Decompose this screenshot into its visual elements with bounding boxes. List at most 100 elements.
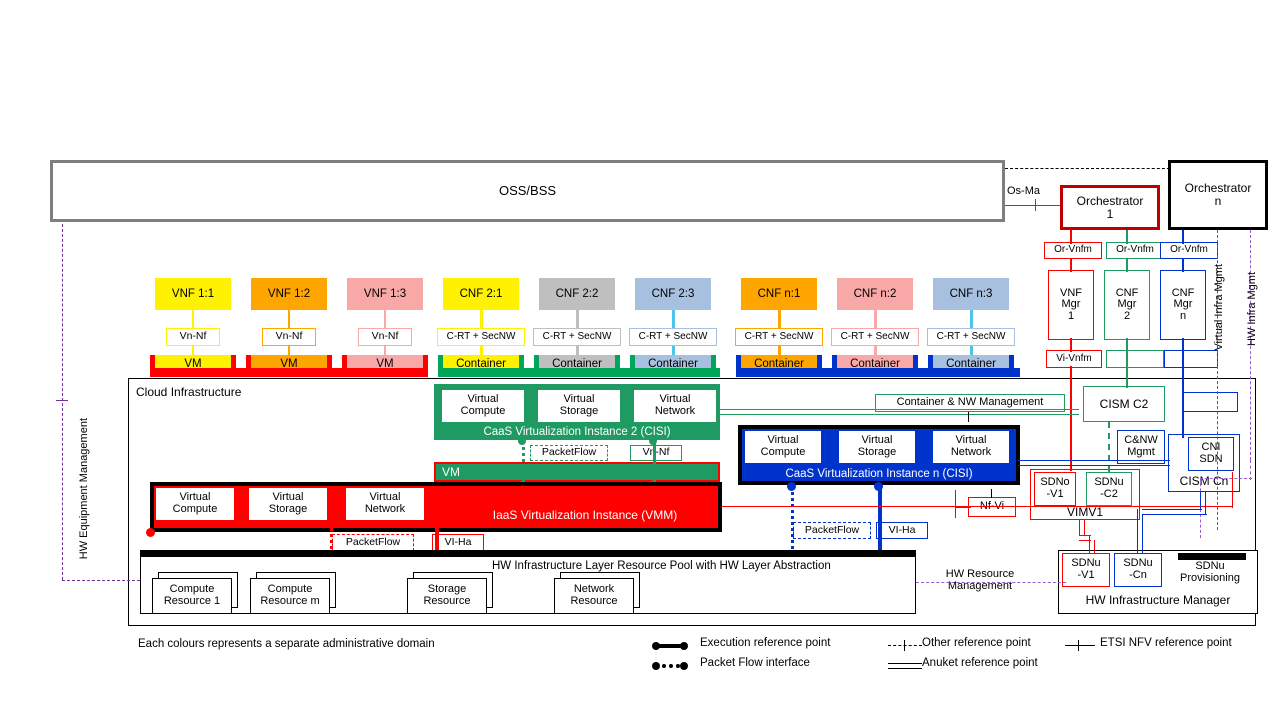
nf-vi-left-h: [955, 507, 971, 508]
sdnu-c2-box[interactable]: SDNu -C2: [1086, 472, 1132, 506]
hw-resource-line: Compute: [169, 583, 215, 596]
sdnu-provisioning-box[interactable]: SDNu Provisioning: [1180, 560, 1240, 584]
cisin-virtual-compute[interactable]: Virtual Compute: [744, 430, 822, 464]
nf-unit-text: VM: [280, 357, 298, 370]
hw-infrastructure-manager-label: HW Infrastructure Manager: [1085, 592, 1231, 607]
orchestrator-n-box[interactable]: Orchestrator n: [1168, 160, 1268, 230]
oss-bss-box[interactable]: OSS/BSS: [50, 160, 1005, 222]
nf-vi-ref[interactable]: Nf-Vi: [968, 497, 1016, 517]
nf-label: VNF 1:2: [267, 287, 311, 300]
footnote-label: Each colours represents a separate admin…: [138, 638, 435, 650]
nf-box-7[interactable]: CNF n:2: [837, 278, 913, 310]
iaas-left-dot: [146, 528, 155, 537]
nf-refpoint-3[interactable]: C-RT + SecNW: [437, 328, 525, 346]
legend-label-execution: Execution reference point: [700, 637, 831, 649]
or-vnfm-1[interactable]: Or-Vnfm: [1044, 242, 1102, 259]
or-vnfm-2[interactable]: Or-Vnfm: [1106, 242, 1164, 259]
nf-box-1[interactable]: VNF 1:2: [251, 278, 327, 310]
container-group-bar-green: [438, 368, 720, 377]
nf-box-0[interactable]: VNF 1:1: [155, 278, 231, 310]
cismcn-to-sdnucn-c: [1142, 509, 1202, 510]
anuket-green-tick: [968, 412, 969, 422]
nf-unit-text: Container: [754, 357, 804, 370]
vi-vnfm-ref-green[interactable]: [1106, 350, 1164, 368]
nf-refpoint-0[interactable]: Vn-Nf: [166, 328, 220, 346]
oss-to-orchestrator-n-dashed: [1005, 168, 1175, 169]
cisi2-vn-nf-ref[interactable]: Vn-Nf: [630, 445, 682, 461]
nf-box-8[interactable]: CNF n:3: [933, 278, 1009, 310]
hw-equipment-management-label: HW Equipment Management: [78, 418, 90, 560]
nf-vi-tick: [991, 489, 992, 498]
cisi2-packetflow-ref[interactable]: PacketFlow: [530, 445, 608, 461]
cisi2-virtual-network[interactable]: Virtual Network: [633, 389, 717, 423]
cisin-virtual-network[interactable]: Virtual Network: [932, 430, 1010, 464]
cnf-mgr-n-box[interactable]: CNF Mgr n: [1160, 270, 1206, 340]
cisi2-virtual-compute[interactable]: Virtual Compute: [441, 389, 525, 423]
vi-vnfm-ref-blue-2[interactable]: [1182, 392, 1238, 412]
nf-refpoint-2[interactable]: Vn-Nf: [358, 328, 412, 346]
cnw-mgmt-box[interactable]: C&NW Mgmt: [1117, 430, 1165, 464]
cisin-vi-ha-connector: [878, 485, 882, 555]
vi-vnfm-ref[interactable]: Vi-Vnfm: [1046, 350, 1102, 368]
iaas-packetflow-ref[interactable]: PacketFlow: [332, 534, 414, 551]
nf-refpoint-6[interactable]: C-RT + SecNW: [735, 328, 823, 346]
cisin-virtual-storage[interactable]: Virtual Storage: [838, 430, 916, 464]
orchestrator-1-label: Orchestrator: [1076, 193, 1144, 208]
cisin-packetflow-ref[interactable]: PacketFlow: [793, 522, 871, 539]
or-vnfm-n[interactable]: Or-Vnfm: [1160, 242, 1218, 259]
hw-resource-line: Resource 1: [163, 595, 221, 607]
cni-sdn-box[interactable]: CNI SDN: [1188, 437, 1234, 471]
nf-refpoint-8[interactable]: C-RT + SecNW: [927, 328, 1015, 346]
nf-refpoint-5[interactable]: C-RT + SecNW: [629, 328, 717, 346]
hw-resource-line: Resource: [570, 595, 618, 607]
nf-refpoint-7[interactable]: C-RT + SecNW: [831, 328, 919, 346]
orchestrator-n-index: n: [1214, 194, 1222, 208]
cisi2-title: CaaS Virtualization Instance 2 (CISI): [483, 425, 671, 438]
iaas-vi-ha-ref[interactable]: VI-Ha: [432, 534, 484, 551]
sdnu-v1-box[interactable]: SDNu -V1: [1062, 553, 1110, 587]
vim-to-sdnuv1-f: [1094, 540, 1095, 553]
nf-unit-text: VM: [376, 357, 394, 370]
os-ma-label: Os-Ma: [1007, 185, 1040, 197]
nf-refpoint-1[interactable]: Vn-Nf: [262, 328, 316, 346]
legend-glyph-anuket: [888, 658, 932, 672]
nf-refpoint-4[interactable]: C-RT + SecNW: [533, 328, 621, 346]
nf-box-6[interactable]: CNF n:1: [741, 278, 817, 310]
nf-refpoint-label: Vn-Nf: [179, 330, 207, 343]
iaas-virtual-compute[interactable]: Virtual Compute: [155, 487, 235, 521]
iaas-title: IaaS Virtualization Instance (VMM): [492, 507, 678, 522]
cloud-infrastructure-box: [128, 378, 1256, 626]
nf-refpoint-label: C-RT + SecNW: [936, 330, 1006, 342]
nf-box-5[interactable]: CNF 2:3: [635, 278, 711, 310]
cnf-mgr-2-box[interactable]: CNF Mgr 2: [1104, 270, 1150, 340]
nf-box-2[interactable]: VNF 1:3: [347, 278, 423, 310]
legend-glyph-other: [888, 638, 932, 652]
nf-unit-text: Container: [456, 357, 506, 370]
nf-refpoint-label: C-RT + SecNW: [542, 330, 612, 342]
vimv1-label: VIMV1: [1066, 504, 1103, 519]
vi-vnfm-ref-blue[interactable]: [1164, 350, 1218, 368]
orchestrator-1-box[interactable]: Orchestrator 1: [1060, 185, 1160, 230]
cisin-vi-ha-ref[interactable]: VI-Ha: [876, 522, 928, 539]
nf-refpoint-label: C-RT + SecNW: [744, 330, 814, 342]
legend-glyph-packetflow: [650, 658, 694, 672]
nf-unit-text: Container: [648, 357, 698, 370]
hw-resource-line: Network: [573, 583, 615, 596]
cism-c2-box[interactable]: CISM C2: [1083, 386, 1165, 422]
cisin-title: CaaS Virtualization Instance n (CISI): [785, 467, 973, 480]
cisi2-virtual-storage[interactable]: Virtual Storage: [537, 389, 621, 423]
container-nw-management-box[interactable]: Container & NW Management: [875, 394, 1065, 412]
nf-label: CNF 2:3: [651, 287, 695, 300]
nf-box-3[interactable]: CNF 2:1: [443, 278, 519, 310]
sdnu-cn-box[interactable]: SDNu -Cn: [1114, 553, 1162, 587]
vnf-mgr-1-box[interactable]: VNF Mgr 1: [1048, 270, 1094, 340]
sdno-v1-box[interactable]: SDNo -V1: [1034, 472, 1076, 506]
iaas-virtual-network[interactable]: Virtual Network: [345, 487, 425, 521]
iaas-virtual-storage[interactable]: Virtual Storage: [248, 487, 328, 521]
nf-box-4[interactable]: CNF 2:2: [539, 278, 615, 310]
cisi2-vm-bar[interactable]: [434, 462, 720, 482]
